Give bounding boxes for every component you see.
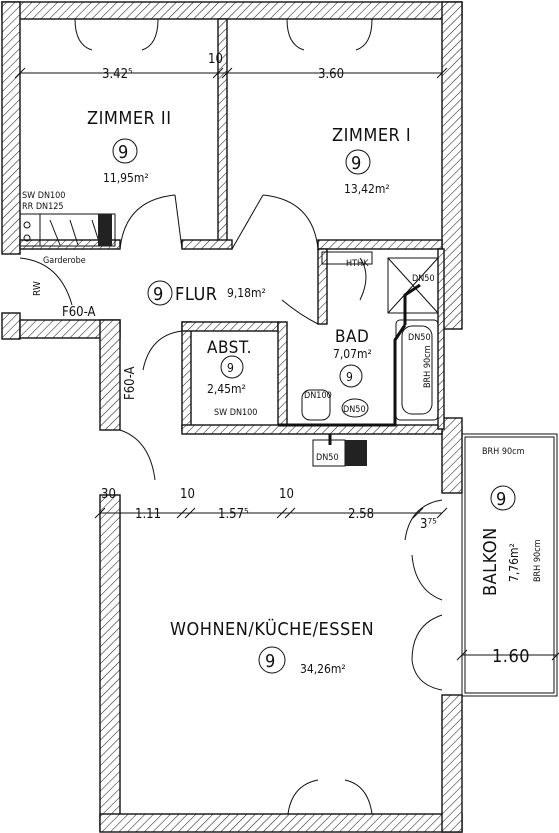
room-number-zimmer1: 9 [351,153,362,174]
room-name-bad: BAD [335,327,369,347]
annotation-f60a-top: F60-A [62,305,96,320]
annotation-dn50-tub: DN50 [408,333,431,343]
room-number-circles [112,138,516,674]
annotation-f60a-side: F60-A [123,366,138,400]
annotation-brh-balkon-side: BRH 90cm [533,539,543,582]
annotation-dn50-sink: DN50 [343,405,366,415]
dim-top-mid: 10 [208,52,223,67]
annotation-rw: RW [32,281,43,296]
dim-lower-b: 10 [180,487,195,502]
annotation-dn50-kitchen: DN50 [316,453,339,463]
room-name-wohnen: WOHNEN/KÜCHE/ESSEN [170,618,374,640]
annotation-dn100-wc: DN100 [304,391,332,401]
dim-lower-d: 10 [279,487,294,502]
room-name-balkon: BALKON [480,527,501,596]
annotation-sw-dn100: SW DN100 [22,191,65,201]
room-area-balkon: 7,76m² [507,543,521,582]
annotation-rr-dn125: RR DN125 [22,202,64,212]
dimension-lines [14,67,559,661]
annotation-brh-tub: BRH 90cm [423,345,433,388]
room-area-wohnen: 34,26m² [300,662,346,676]
dim-lower-c: 1.57⁵ [218,507,249,522]
annotation-garderobe: Garderobe [43,256,86,266]
room-area-zimmer2: 11,95m² [103,171,149,185]
dim-lower-f: 3⁷⁵ [420,517,437,532]
annotation-brh-balkon-top: BRH 90cm [482,447,525,457]
dim-balkon-width: 1.60 [492,646,530,667]
doors [19,1,443,815]
dim-top-left: 3.42⁵ [102,67,133,82]
room-name-zimmer1: ZIMMER I [332,125,411,146]
dim-top-right: 3.60 [318,67,344,82]
room-number-bad: 9 [346,370,353,384]
outer-walls [1,1,463,833]
annotation-sw-dn100-abst: SW DN100 [214,408,257,418]
room-name-zimmer2: ZIMMER II [87,108,171,129]
dim-left-30: 30 [101,487,116,502]
inner-walls [19,18,445,435]
room-area-flur: 9,18m² [227,286,266,300]
annotation-hthk: HTHK [346,259,369,269]
room-number-balkon: 9 [496,489,507,510]
dim-lower-e: 2.58 [348,507,374,522]
room-area-zimmer1: 13,42m² [344,182,390,196]
fixtures [19,213,439,467]
room-number-zimmer2: 9 [118,142,129,163]
room-area-abst: 2,45m² [207,382,246,396]
room-number-abst: 9 [227,361,234,375]
room-number-flur: 9 [153,284,164,305]
balcony [461,433,558,697]
annotation-dn50-shower: DN50 [412,274,435,284]
room-name-flur: FLUR [175,284,218,305]
dim-lower-a: 1.11 [135,507,161,522]
room-name-abst: ABST. [207,338,252,358]
room-area-bad: 7,07m² [333,347,372,361]
room-number-wohnen: 9 [265,651,276,672]
